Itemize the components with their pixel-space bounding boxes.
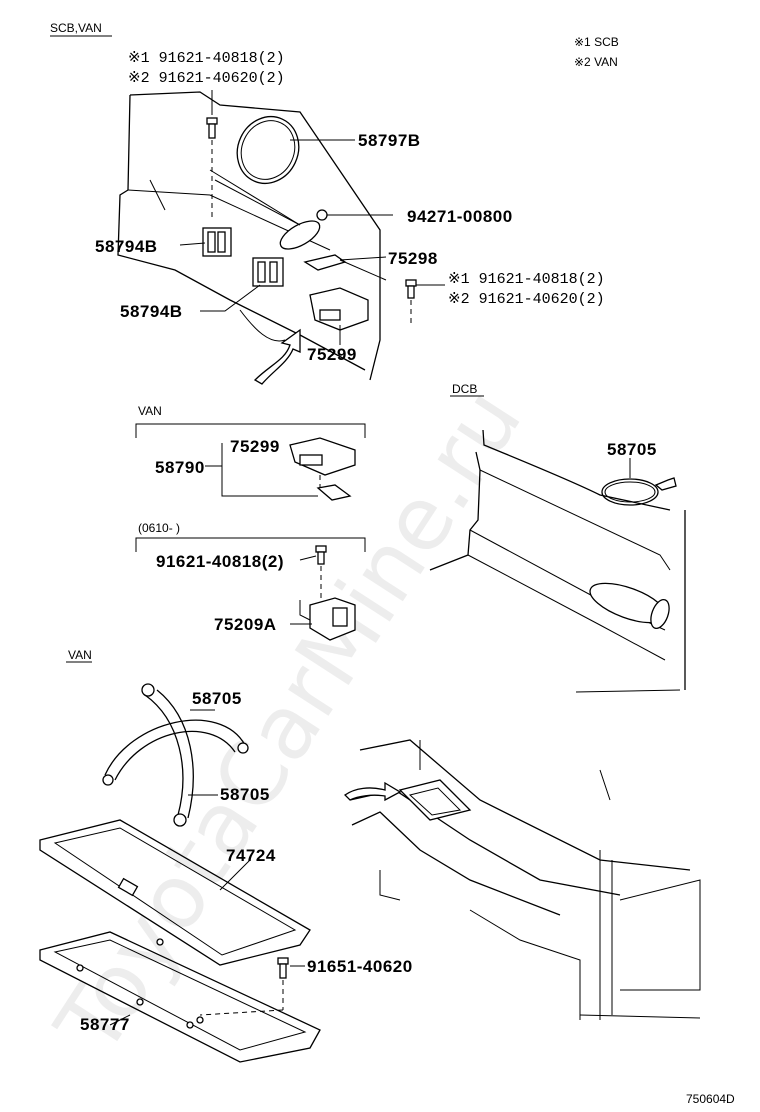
section-van-bottom: VAN — [39, 648, 701, 1063]
label-75298: 75298 — [388, 249, 438, 268]
bolt-icon-0610 — [299, 545, 327, 605]
label-94271-00800: 94271-00800 — [407, 207, 513, 226]
tray-58777 — [39, 931, 321, 1063]
bolt-icon-mid — [405, 279, 445, 325]
label-91651-40620: 91651-40620 — [307, 957, 413, 976]
label-58794B-upper: 58794B — [95, 237, 158, 256]
section-label-0610: (0610- ) — [138, 521, 180, 535]
section-scb-van: SCB,VAN ※1 SCB ※2 VAN — [50, 21, 619, 385]
section-label-scb-van: SCB,VAN — [50, 21, 102, 35]
label-kit-75299: 75299 — [230, 437, 280, 456]
section-van-kit: VAN 75299 58790 — [135, 404, 366, 501]
label-bolt-top-1: ※1 91621-40818(2) — [128, 50, 285, 67]
rear-panel-drawing — [117, 91, 381, 385]
label-kit-58790: 58790 — [155, 458, 205, 477]
bracket-58794B-upper — [179, 227, 232, 257]
label-bolt-0610: 91621-40818(2) — [156, 552, 284, 571]
label-58797B: 58797B — [358, 131, 421, 150]
seal-frame-74724 — [39, 819, 311, 966]
clip-75298 — [303, 254, 387, 281]
vehicle-floor-drawing — [343, 739, 701, 1020]
diagram-code: 750604D — [686, 1092, 735, 1106]
section-label-van-kit: VAN — [138, 404, 162, 418]
latch-75299-kit — [289, 437, 356, 501]
label-74724: 74724 — [226, 846, 276, 865]
latch-75299 — [309, 287, 369, 345]
gasket-ring-58705-dcb — [601, 458, 677, 506]
section-dcb: DCB 58705 — [429, 382, 686, 693]
section-label-dcb: DCB — [452, 382, 477, 396]
label-58777: 58777 — [80, 1015, 130, 1034]
legend-note-2: ※2 VAN — [574, 55, 618, 69]
label-bolt-mid-1: ※1 91621-40818(2) — [448, 271, 605, 288]
section-0610: (0610- ) 91621-40818(2) 75209A — [135, 521, 366, 641]
gasket-ring-58797B — [236, 116, 355, 184]
latch-75209A — [290, 597, 356, 641]
watermark: ToyotaCarMine.ru — [36, 371, 542, 1073]
bolt-icon-91651 — [199, 957, 305, 1016]
bolt-icon-top — [206, 90, 218, 220]
label-dcb-58705: 58705 — [607, 440, 657, 459]
label-bolt-mid-2: ※2 91621-40620(2) — [448, 291, 605, 308]
section-label-van-bottom: VAN — [68, 648, 92, 662]
drain-hose-58705-lower — [141, 683, 218, 827]
label-bolt-top-2: ※2 91621-40620(2) — [128, 70, 285, 87]
label-58705-lower: 58705 — [220, 785, 270, 804]
label-58705-upper: 58705 — [192, 689, 242, 708]
label-58794B-lower: 58794B — [120, 302, 183, 321]
label-75299: 75299 — [307, 345, 357, 364]
legend-note-1: ※1 SCB — [574, 35, 619, 49]
label-75209A: 75209A — [214, 615, 277, 634]
bracket-58794B-lower — [200, 257, 284, 312]
screw-icon-94271 — [316, 209, 393, 221]
